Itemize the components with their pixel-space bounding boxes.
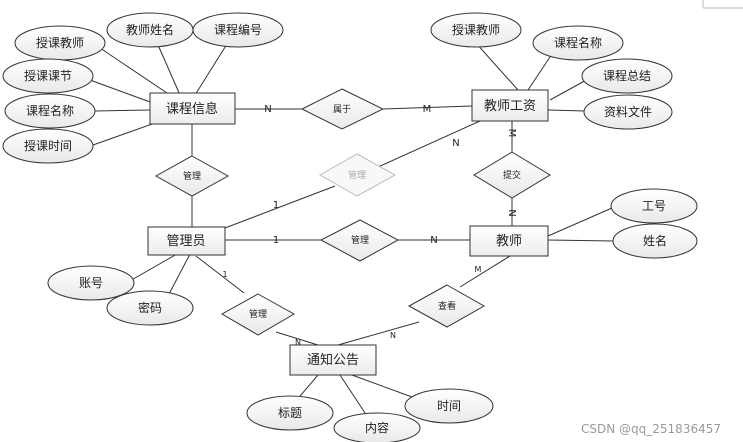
watermark: CSDN @qq_251836457 [581, 422, 721, 436]
entity-teacher-salary: 教师工资 [471, 89, 549, 122]
cardinality-label: N [390, 331, 396, 340]
cardinality-label: 1 [273, 235, 279, 246]
attr-label: 账号 [79, 276, 103, 290]
relation-label: 管理 [249, 308, 267, 320]
relation-manage-salary: 管理 [318, 153, 397, 197]
cardinality-label: N [295, 338, 301, 347]
attr-label: 课程名称 [26, 103, 74, 118]
attr-password: 密码 [106, 290, 194, 326]
page-corner-mark [702, 0, 743, 9]
relation-manage-teacher: 管理 [319, 219, 400, 262]
attr-emp-no: 工号 [610, 188, 698, 224]
attr-label: 工号 [642, 199, 666, 213]
relation-label: 管理 [183, 170, 201, 182]
entity-label: 管理员 [166, 234, 205, 249]
attr-label: 授课教师 [452, 22, 500, 37]
attr-label: 教师姓名 [126, 22, 174, 37]
cardinality-label: N [452, 138, 459, 149]
attr-course-teacher: 授课教师 [14, 25, 106, 61]
relation-belongs: 属于 [300, 88, 385, 130]
entity-label: 通知公告 [307, 352, 359, 368]
entity-label: 课程信息 [166, 101, 218, 117]
entity-notice: 通知公告 [289, 344, 377, 376]
attr-label: 课程总结 [603, 68, 651, 83]
attr-course-name: 课程名称 [4, 93, 96, 129]
attr-course-time: 授课时间 [2, 128, 94, 164]
entity-label: 教师 [496, 233, 522, 249]
attr-label: 时间 [437, 399, 461, 413]
relation-label: 属于 [333, 104, 351, 115]
attr-name: 姓名 [612, 223, 698, 259]
relation-label: 管理 [351, 234, 369, 246]
cardinality-label: M [423, 104, 432, 115]
attr-course-no: 课程编号 [192, 12, 284, 48]
relation-label: 查看 [438, 300, 456, 312]
attr-salary-course-name: 课程名称 [532, 25, 624, 61]
relation-view: 查看 [407, 284, 486, 328]
attr-time: 时间 [404, 388, 494, 424]
cardinality-label: N [506, 209, 517, 216]
attr-salary-teacher: 授课教师 [430, 12, 522, 48]
attr-label: 内容 [365, 420, 389, 435]
cardinality-label: M [475, 265, 482, 274]
connector-lines [89, 35, 615, 417]
attr-label: 资料文件 [604, 104, 652, 119]
attr-label: 授课时间 [24, 138, 72, 153]
attr-label: 课程编号 [214, 22, 262, 37]
entity-course-info: 课程信息 [149, 92, 236, 125]
entity-teacher: 教师 [469, 225, 549, 257]
attr-label: 授课课节 [24, 68, 72, 83]
attr-account: 账号 [47, 265, 135, 301]
cardinality-label: N [430, 235, 437, 246]
attr-label: 标题 [278, 406, 302, 420]
relation-manage-notice: 管理 [220, 293, 296, 336]
relation-manage-course: 管理 [154, 155, 230, 197]
entity-admin: 管理员 [147, 226, 226, 256]
relation-label: 提交 [503, 169, 521, 181]
cardinality-label: N [264, 104, 271, 115]
attr-teacher-name: 教师姓名 [106, 12, 194, 48]
attr-label: 姓名 [643, 233, 667, 248]
entity-label: 教师工资 [484, 98, 536, 114]
cardinality-label: 1 [273, 200, 279, 211]
attr-course-summary: 课程总结 [581, 58, 673, 94]
attr-label: 课程名称 [554, 35, 602, 50]
relation-label: 管理 [348, 169, 366, 181]
cardinality-label: M [506, 129, 517, 138]
attr-label: 授课教师 [36, 35, 84, 50]
attr-course-section: 授课课节 [2, 58, 94, 94]
relation-submit: 提交 [473, 151, 551, 199]
attr-material-file: 资料文件 [583, 94, 673, 130]
attr-content: 内容 [333, 412, 421, 442]
attr-label: 密码 [138, 300, 162, 315]
attr-title: 标题 [246, 395, 334, 431]
cardinality-label: 1 [222, 270, 227, 279]
